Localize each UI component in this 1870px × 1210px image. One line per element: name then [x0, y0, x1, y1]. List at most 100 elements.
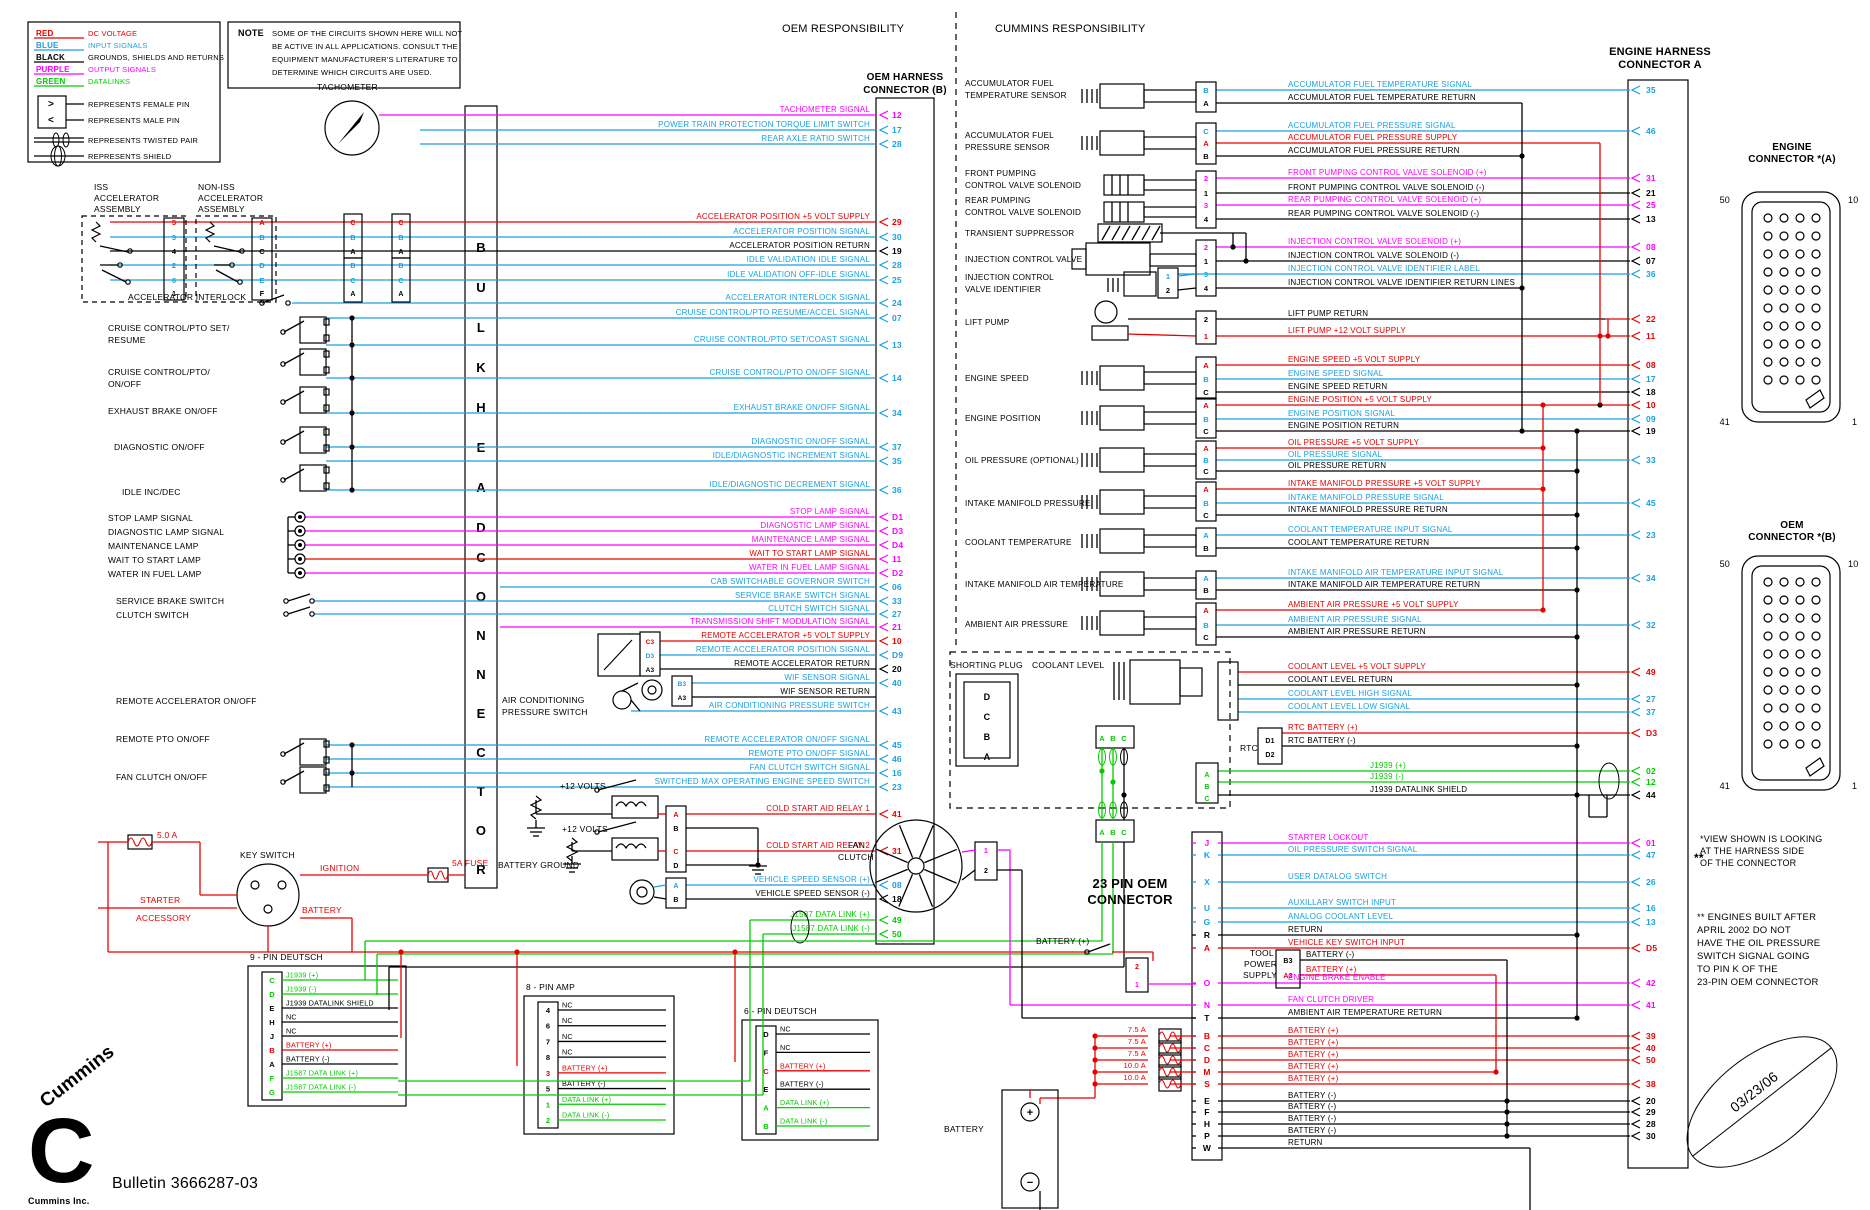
table-pin: F [270, 1074, 275, 1083]
signal-label: BATTERY (+) [1288, 1026, 1339, 1035]
wire [215, 269, 239, 283]
oem23-pin-letter: J [1205, 838, 1210, 848]
box [1099, 130, 1145, 156]
junction-dot [1110, 779, 1116, 785]
battery-minus: − [1027, 1177, 1034, 1189]
box [1103, 201, 1145, 223]
circle-glyph [647, 685, 657, 695]
pin-arrow [878, 442, 889, 452]
inline-pin: A [350, 249, 355, 256]
connector-pin-hole [1763, 703, 1773, 713]
j1939-connector [1095, 725, 1135, 749]
signal-label: FAN CLUTCH SWITCH SIGNAL [750, 763, 871, 772]
pin-number: 50 [892, 929, 902, 939]
pin-arrow [878, 554, 889, 564]
device-label: OEM HARNESS [867, 72, 944, 83]
signal-label: AMBIENT AIR PRESSURE +5 VOLT SUPPLY [1288, 600, 1459, 609]
pin-arrow [878, 915, 889, 925]
bulkhead-letter: D [476, 520, 486, 535]
toggle-switch-icon [299, 386, 327, 414]
pin-number: 35 [1646, 85, 1656, 95]
table-pin-label: J1939 DATALINK SHIELD [286, 999, 374, 1008]
signal-label: BATTERY (+) [1288, 1038, 1339, 1047]
j1939-connector [1095, 819, 1135, 843]
signal-label: AMBIENT AIR PRESSURE RETURN [1288, 627, 1426, 636]
device-label: BATTERY GROUND [498, 860, 579, 870]
pin-number: 45 [892, 740, 902, 750]
j1939-pin: C [1121, 828, 1127, 837]
connector-pin-hole [1795, 703, 1805, 713]
pin-arrow [878, 232, 889, 242]
device-label: ENGINE HARNESS [1609, 46, 1711, 58]
sensor-pin-letter: 1 [1166, 272, 1170, 281]
bulkhead-letter: E [477, 706, 486, 721]
device-label: OEM [1780, 520, 1803, 531]
sensor-pin-letter: A [1203, 139, 1209, 148]
table-pin-label: BATTERY (+) [286, 1041, 332, 1050]
circle-glyph [280, 751, 286, 757]
sensor-label: INJECTION CONTROL VALVE [965, 255, 1083, 264]
table-pin: 6 [546, 1022, 550, 1031]
legend-color-desc: DC VOLTAGE [88, 29, 137, 38]
connector-pin: A3 [1283, 973, 1292, 980]
table-pin: E [269, 1004, 274, 1013]
pin-arrow [1630, 256, 1641, 266]
connector-pin: B [673, 897, 678, 904]
box [1071, 248, 1087, 270]
device-label: TACHOMETER [317, 82, 378, 92]
pin-number: 13 [892, 340, 902, 350]
signal-label: ENGINE POSITION RETURN [1288, 421, 1399, 430]
fuse-rating-label: 7.5 A [1128, 1049, 1146, 1058]
pin-arrow [1630, 943, 1641, 953]
circle-glyph [285, 300, 291, 306]
connector-pin-hole [1779, 739, 1789, 749]
pin-number: 36 [1646, 269, 1656, 279]
pin-number: 47 [1646, 850, 1656, 860]
connector-table-box [741, 1019, 879, 1141]
wire [287, 606, 311, 615]
pin-number: 42 [1646, 978, 1656, 988]
table-pin: 1 [546, 1100, 550, 1109]
wire [874, 868, 908, 884]
box [323, 768, 330, 776]
pin-number: 23 [892, 782, 902, 792]
box [1099, 528, 1145, 554]
pin-arrow [1630, 387, 1641, 397]
male-pin-icon: < [48, 115, 54, 126]
connector-pin-hole [1763, 303, 1773, 313]
bulkhead-letter: U [476, 280, 486, 295]
circle-glyph [280, 439, 286, 445]
pin-number: 24 [892, 298, 902, 308]
inline-pin: A [398, 291, 403, 298]
pin-number: 27 [1646, 694, 1656, 704]
table-pin-label: BATTERY (-) [562, 1079, 606, 1088]
signal-label: TACHOMETER SIGNAL [780, 105, 871, 114]
device-label: ON/OFF [108, 379, 141, 389]
pin-number: D3 [892, 526, 903, 536]
sensor-pin-letter: 1 [1204, 189, 1208, 198]
wire [961, 849, 976, 853]
pin-arrow [1630, 400, 1641, 410]
pin-number: 28 [1646, 1119, 1656, 1129]
wire [1121, 225, 1131, 241]
device-label: COOLANT LEVEL [1032, 660, 1104, 670]
box [1099, 610, 1145, 636]
signal-label: BATTERY (+) [1288, 1074, 1339, 1083]
connector-pin: 2 [1135, 964, 1139, 971]
inline-pin: C [350, 220, 355, 227]
legend-color-name: BLACK [36, 53, 65, 62]
label-text: REPRESENTS SHIELD [88, 152, 172, 161]
pin-number: 30 [892, 232, 902, 242]
pin-arrow [1630, 1000, 1641, 1010]
connector-pin-hole [1811, 649, 1821, 659]
connector-pin-hole [1763, 613, 1773, 623]
sensor-label: OIL PRESSURE (OPTIONAL) [965, 456, 1079, 465]
sensor-connector-box [1195, 440, 1217, 480]
sensor-pin-letter: B [1203, 621, 1209, 630]
pin-arrow [878, 664, 889, 674]
connector-pin-hole [1795, 577, 1805, 587]
sensor-label: INJECTION CONTROL [965, 273, 1054, 282]
connector-pin-hole [1763, 213, 1773, 223]
shorting-plug-box [955, 673, 1019, 767]
pin-number: 39 [1646, 1031, 1656, 1041]
